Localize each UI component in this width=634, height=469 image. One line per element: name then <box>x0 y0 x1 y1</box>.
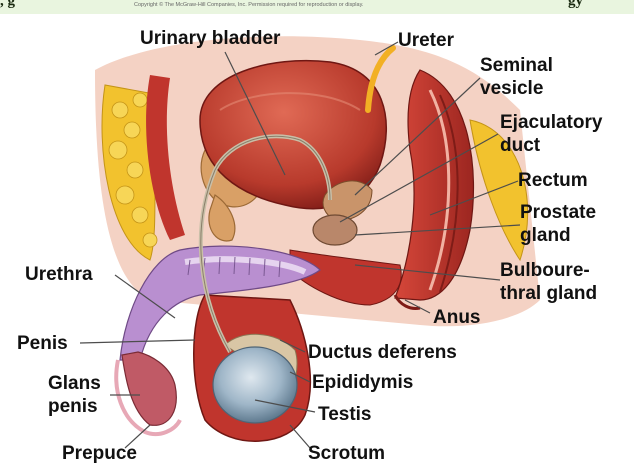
label-ejaculatory-duct-line2: duct <box>500 135 540 156</box>
label-testis: Testis <box>318 404 372 425</box>
label-bulbourethral-gland-line1: Bulboure- <box>500 260 590 281</box>
label-ejaculatory-duct-line1: Ejaculatory <box>500 112 602 133</box>
label-seminal-vesicle-line2: vesicle <box>480 78 543 99</box>
glans-penis <box>122 352 176 425</box>
label-urinary-bladder: Urinary bladder <box>140 28 280 49</box>
label-prostate-gland-line2: gland <box>520 225 571 246</box>
testis <box>213 347 297 423</box>
label-penis: Penis <box>17 333 68 354</box>
label-ductus-deferens: Ductus deferens <box>308 342 457 363</box>
label-prostate-gland-line1: Prostate <box>520 202 596 223</box>
label-urethra: Urethra <box>25 264 93 285</box>
prostate-gland <box>313 215 357 245</box>
label-ureter: Ureter <box>398 30 454 51</box>
label-scrotum: Scrotum <box>308 443 385 464</box>
label-bulbourethral-gland-line2: thral gland <box>500 283 597 304</box>
label-anus: Anus <box>433 307 481 328</box>
label-glans-penis-line1: Glans <box>48 373 101 394</box>
label-glans-penis-line2: penis <box>48 396 98 417</box>
leader-scrotum <box>290 425 310 448</box>
label-rectum: Rectum <box>518 170 588 191</box>
label-seminal-vesicle-line1: Seminal <box>480 55 553 76</box>
label-epididymis: Epididymis <box>312 372 413 393</box>
label-prepuce: Prepuce <box>62 443 137 464</box>
